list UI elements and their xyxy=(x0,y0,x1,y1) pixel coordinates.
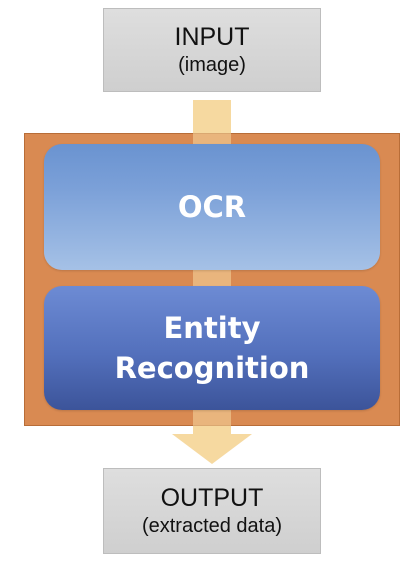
flow-arrow-head xyxy=(172,434,252,464)
input-subtitle: (image) xyxy=(178,54,246,76)
entity-recognition-stage-label: Entity Recognition xyxy=(114,311,310,385)
ocr-stage: OCR xyxy=(44,144,380,270)
ocr-stage-label: OCR xyxy=(177,190,247,224)
input-title: INPUT xyxy=(174,23,250,51)
entity-recognition-stage: Entity Recognition xyxy=(44,286,380,410)
output-box: OUTPUT (extracted data) xyxy=(103,468,321,554)
input-box: INPUT (image) xyxy=(103,8,321,92)
output-title: OUTPUT xyxy=(160,484,264,512)
output-subtitle: (extracted data) xyxy=(141,515,283,537)
